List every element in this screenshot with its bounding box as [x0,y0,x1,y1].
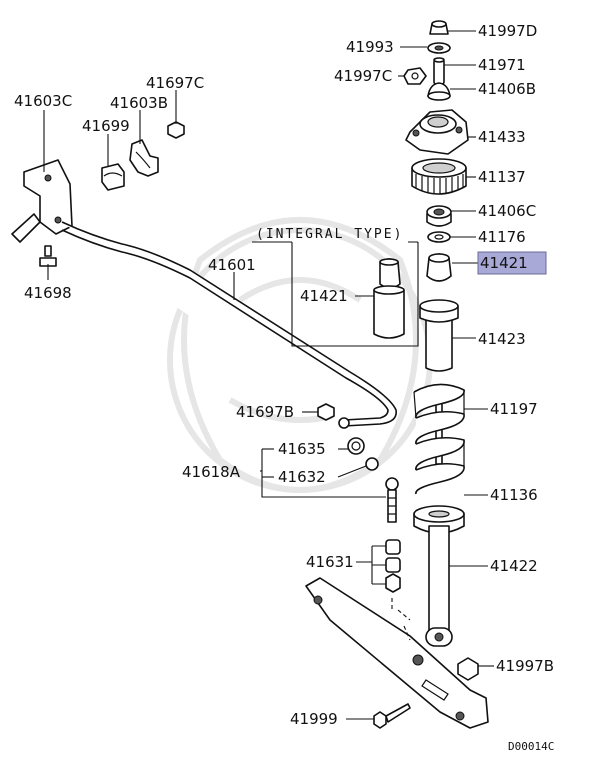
collar-41971 [433,57,445,85]
washer-41176 [427,231,451,243]
drawing-code: D00014C [508,740,554,753]
bolt-41999 [373,703,411,729]
label-41999[interactable]: 41999 [290,710,338,728]
nut-41997d [429,20,449,35]
leader-lines [43,30,494,720]
label-41603b[interactable]: 41603B [110,94,168,112]
label-41136[interactable]: 41136 [490,486,538,504]
part-labels: 41997D 41993 41971 41997C 41406B 41433 4… [14,22,554,753]
washer-41993 [427,42,451,54]
label-41433[interactable]: 41433 [478,128,526,146]
shock-absorber-41422 [425,525,453,647]
label-41422[interactable]: 41422 [490,557,538,575]
upper-mount-41433 [405,109,469,155]
label-41632[interactable]: 41632 [278,468,326,486]
bushing-41635 [347,437,365,455]
label-41697b[interactable]: 41697B [236,403,294,421]
lower-arm [305,577,489,729]
seat-41406c [426,205,452,227]
bushing-set-41631 [385,539,401,593]
dust-cover-41423 [419,299,459,372]
cup-41406b [427,82,451,101]
label-41423[interactable]: 41423 [478,330,526,348]
stabilizer-bar-41601 [61,221,397,429]
label-41635[interactable]: 41635 [278,440,326,458]
bearing-41137 [411,158,467,195]
label-41406b[interactable]: 41406B [478,80,536,98]
highlight-box [477,251,547,275]
label-41197[interactable]: 41197 [490,400,538,418]
nut-41997b [457,657,479,681]
label-41971[interactable]: 41971 [478,56,526,74]
label-41603c[interactable]: 41603C [14,92,72,110]
bushing-41699 [101,163,125,191]
label-41137[interactable]: 41137 [478,168,526,186]
label-41421[interactable]: 41421 [480,254,528,272]
label-41698[interactable]: 41698 [24,284,72,302]
nut-41997c [403,67,427,85]
label-41406c[interactable]: 41406C [478,202,536,220]
label-41601[interactable]: 41601 [208,256,256,274]
bump-stop-41421 [426,253,452,282]
label-41176[interactable]: 41176 [478,228,526,246]
ring-41632 [365,457,379,471]
bolt-41697b [317,403,335,421]
label-41421-integral[interactable]: 41421 [300,287,348,305]
label-41997c[interactable]: 41997C [334,67,392,85]
label-41699[interactable]: 41699 [82,117,130,135]
integral-type-box [252,241,419,347]
link-41618a [385,477,399,523]
coil-spring-41197 [413,383,465,495]
label-41618a[interactable]: 41618A [182,463,241,481]
bolt-41697c [167,121,185,139]
bracket-41603b [129,139,159,177]
label-41993[interactable]: 41993 [346,38,394,56]
bracket-41603c [11,159,73,243]
label-41997d[interactable]: 41997D [478,22,537,40]
label-41697c[interactable]: 41697C [146,74,204,92]
integral-type-label: (INTEGRAL TYPE) [256,227,403,242]
label-41997b[interactable]: 41997B [496,657,554,675]
label-41631[interactable]: 41631 [306,553,354,571]
integral-bump-stop [373,258,405,339]
bolt-41698 [39,245,57,267]
